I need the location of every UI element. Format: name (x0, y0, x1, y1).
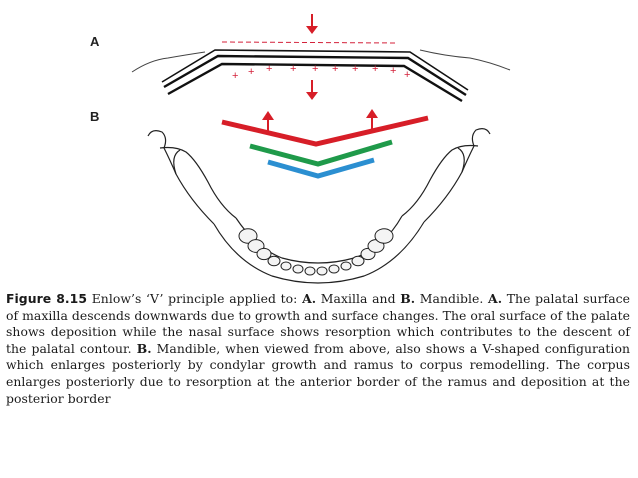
maxilla-diagram: + + + + + + + + + + (131, 14, 511, 103)
v-green (249, 139, 393, 167)
v-configuration (221, 109, 429, 179)
mandible-right-outer (423, 128, 491, 223)
palate-contour-3 (167, 62, 463, 103)
tooth (304, 266, 316, 276)
v-red (221, 115, 429, 147)
caption-label-b: B. (400, 291, 416, 306)
tooth (256, 247, 272, 261)
deposition-plus-sign: + (248, 66, 254, 78)
deposition-plus-sign: + (290, 63, 296, 75)
maxilla-left-tissue (131, 51, 206, 73)
mandible-left-outer (147, 130, 215, 225)
deposition-plus-sign: + (232, 70, 238, 82)
tooth (292, 264, 304, 274)
panel-b-label: B (90, 109, 99, 124)
right-coronoid (457, 147, 465, 173)
maxilla-right-tissue (419, 49, 511, 71)
down-arrow-top (306, 14, 318, 34)
caption-text-b2: Mandible, when viewed from above, also s… (6, 340, 630, 406)
deposition-plus-sign: + (390, 65, 396, 77)
v-blue (267, 157, 375, 179)
caption-text-a: Maxilla and (316, 291, 401, 306)
deposition-plus-sign: + (312, 63, 318, 75)
tooth (238, 228, 258, 244)
resorption-line (221, 41, 399, 44)
palate-contour-2 (163, 54, 467, 97)
mandible-corpus-outer (213, 221, 425, 284)
mandible-left-inner (159, 146, 237, 219)
caption-label-a: A. (302, 291, 317, 306)
up-arrow-left (262, 111, 274, 132)
deposition-plus-sign: + (352, 63, 358, 75)
figure-caption: Figure 8.15 Enlow’s ‘V’ principle applie… (6, 291, 630, 407)
deposition-plus-sign: + (332, 63, 338, 75)
mandible-right-inner (401, 144, 479, 217)
deposition-plus-sign: + (372, 63, 378, 75)
up-arrow-right (366, 109, 378, 130)
deposition-signs: + + + + + + + + + + (232, 63, 410, 82)
mandible-diagram (147, 128, 491, 284)
tooth (374, 228, 394, 244)
caption-text-a2: The palatal surface of maxilla descends … (6, 291, 631, 356)
panel-a-label: A (90, 34, 100, 49)
caption-label-b2: B. (136, 340, 152, 356)
caption-text-b: Mandible. (415, 291, 489, 306)
caption-intro: Enlow’s ‘V’ principle applied to: (87, 291, 303, 306)
tooth (267, 255, 281, 267)
tooth (316, 266, 328, 276)
caption-label-a2: A. (488, 291, 503, 306)
mandible-teeth (238, 228, 394, 276)
tooth (280, 261, 292, 271)
deposition-plus-sign: + (404, 69, 410, 81)
tooth (340, 261, 352, 271)
palate-contour-1 (161, 49, 469, 91)
tooth (328, 264, 340, 274)
down-arrow-bottom (306, 80, 318, 100)
enlow-v-principle-figure: A + + + + + + + + + + B (90, 14, 511, 284)
tooth (351, 255, 365, 267)
left-coronoid (173, 149, 181, 175)
deposition-plus-sign: + (266, 63, 272, 75)
figure-number: Figure 8.15 (6, 291, 88, 306)
